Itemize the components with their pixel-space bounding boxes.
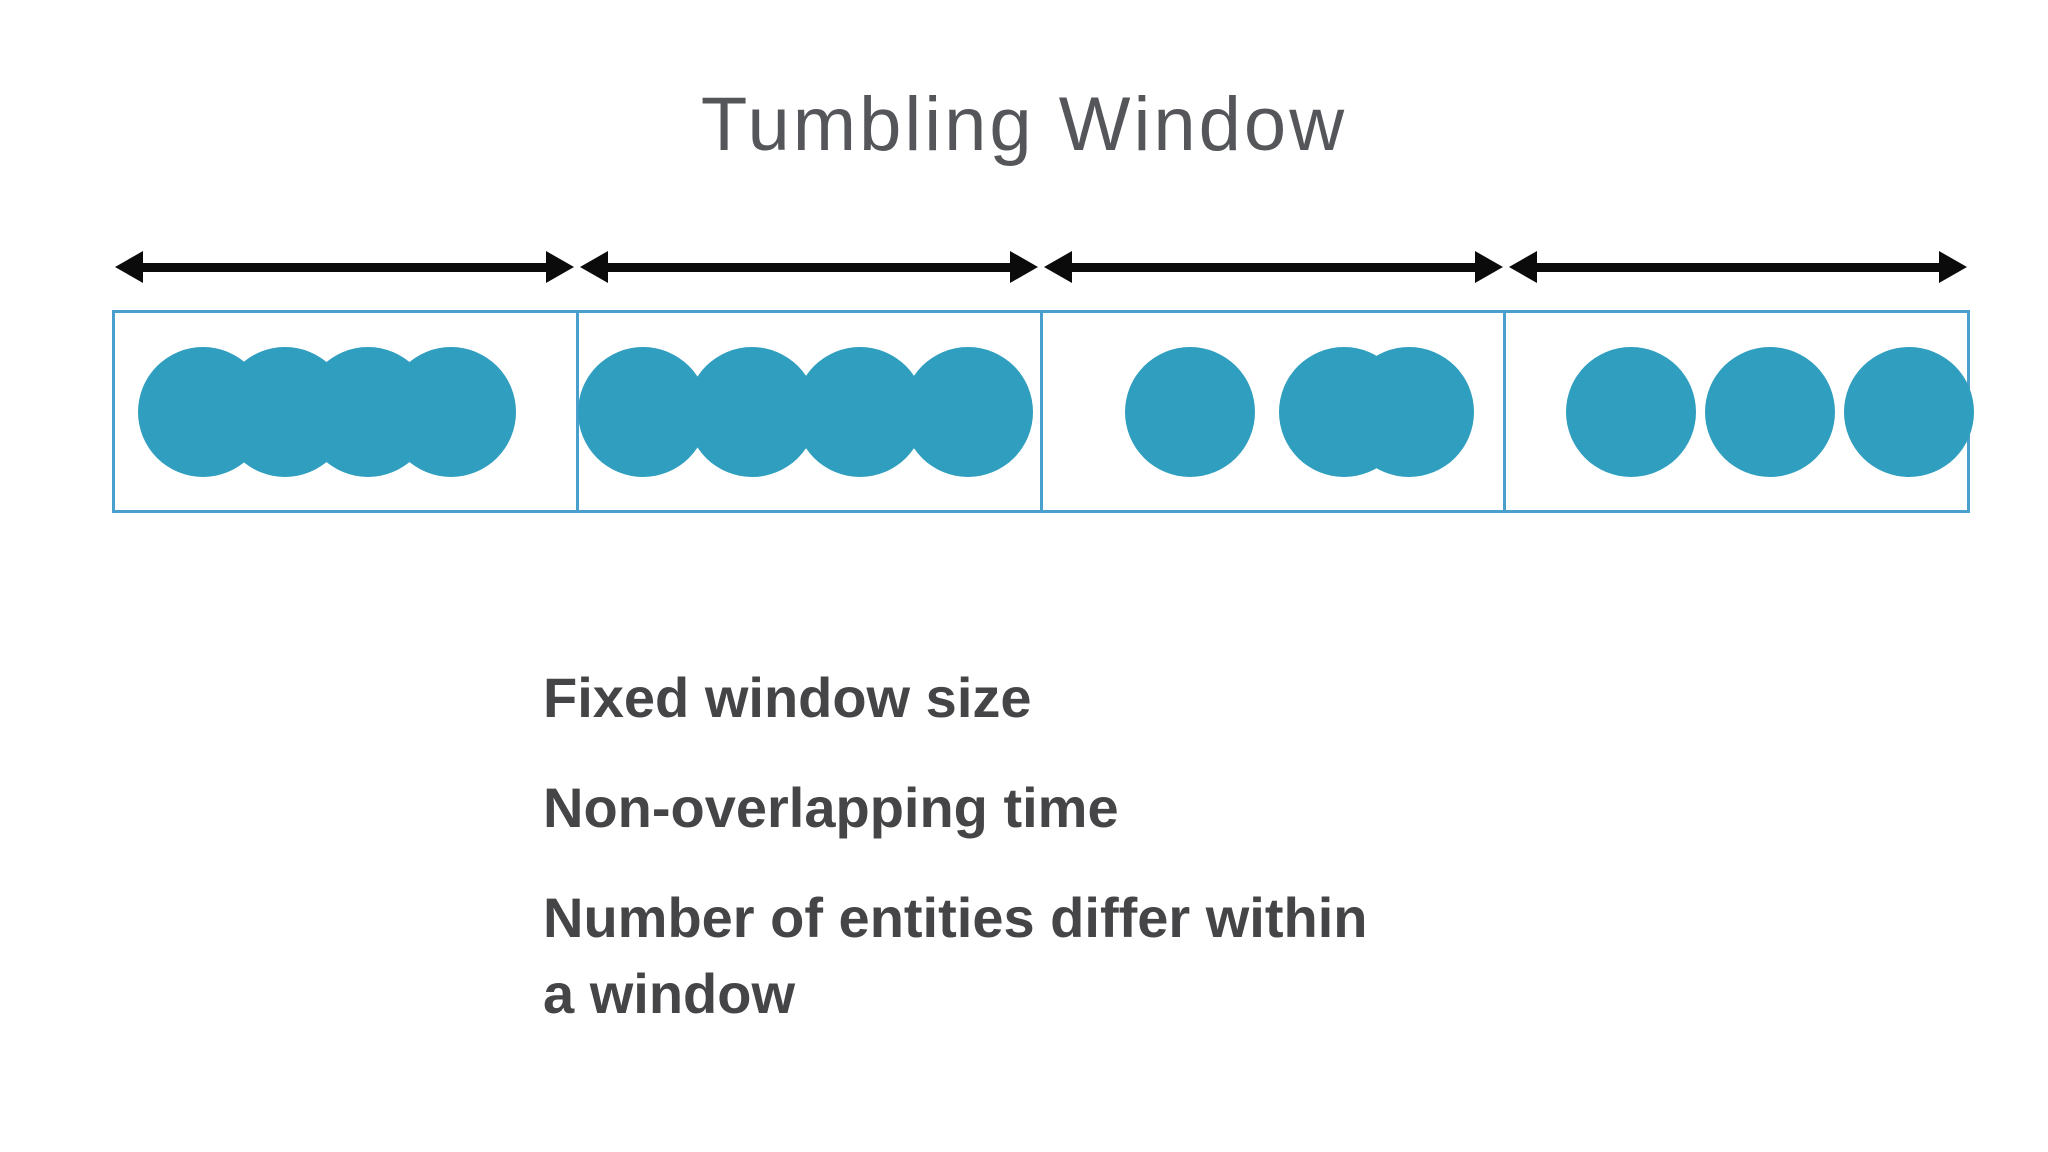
arrow-shaft [1530, 262, 1945, 272]
note-item: Number of entities differ within a window [543, 880, 1663, 1032]
arrow-shaft [601, 262, 1016, 272]
extent-arrow-window-3 [1044, 250, 1503, 284]
entity-dot [386, 346, 517, 477]
entity-dot [903, 346, 1034, 477]
window-1 [115, 313, 576, 510]
note-line: Number of entities differ within [543, 886, 1368, 949]
note-line: Fixed window size [543, 666, 1032, 729]
note-item: Non-overlapping time [543, 770, 1663, 846]
note-line: a window [543, 962, 795, 1025]
entity-dot [1343, 346, 1474, 477]
window-2 [575, 313, 1040, 510]
note-line: Non-overlapping time [543, 776, 1119, 839]
note-item: Fixed window size [543, 660, 1663, 736]
window-4 [1503, 313, 1975, 510]
extent-arrow-window-2 [579, 250, 1039, 284]
extent-arrow-window-4 [1508, 250, 1968, 284]
entity-dot [1565, 346, 1696, 477]
diagram-title: Tumbling Window [700, 82, 1348, 167]
entity-dot [1844, 346, 1975, 477]
arrow-shaft [137, 262, 552, 272]
extent-arrow-window-1 [115, 250, 574, 284]
windows-row [112, 310, 1975, 513]
entity-dot [1124, 346, 1255, 477]
window-extent-arrows [112, 250, 1970, 284]
entity-dot [1705, 346, 1836, 477]
window-3 [1039, 313, 1504, 510]
arrow-shaft [1066, 262, 1481, 272]
